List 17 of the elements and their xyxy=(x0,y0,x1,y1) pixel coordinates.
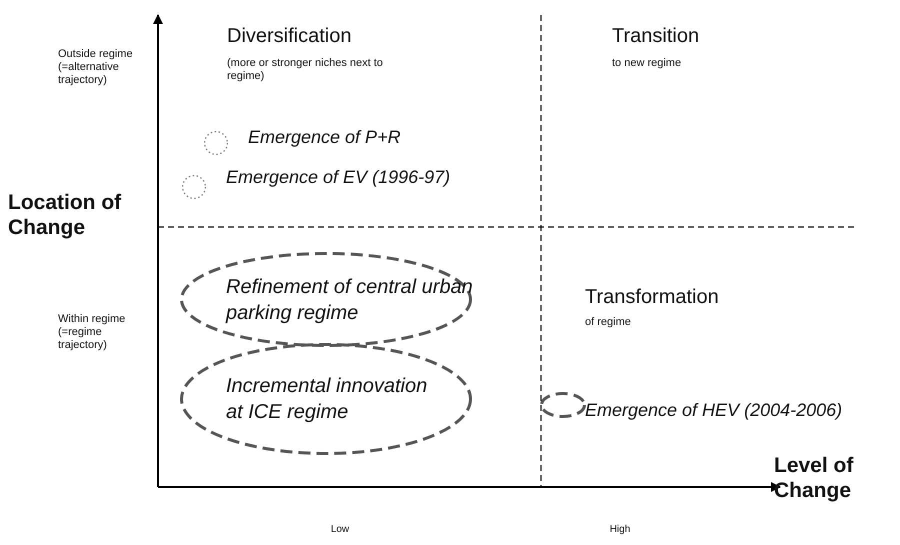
axis-tick-label: Low xyxy=(330,524,350,536)
quadrant-subtitle: (more or stronger niches next to regime) xyxy=(227,57,384,84)
axis-title: Level of Change xyxy=(774,453,854,504)
quadrant-title: Transition xyxy=(612,24,700,48)
item-caption: Emergence of EV (1996-97) xyxy=(226,167,452,189)
quadrant-title: Transformation xyxy=(585,285,720,309)
ellipse-label: Refinement of central urban parking regime xyxy=(226,274,474,326)
ellipse-label: Incremental innovation at ICE regime xyxy=(226,374,428,425)
quadrant-subtitle: of regime xyxy=(585,316,632,330)
axis-label: Within regime (=regime trajectory) xyxy=(58,313,126,353)
quadrant-title: Diversification xyxy=(227,24,352,48)
axis-label: Outside regime (=alternative trajectory) xyxy=(58,48,134,88)
quadrant-subtitle: to new regime xyxy=(612,57,682,70)
item-caption: Emergence of P+R xyxy=(248,127,402,149)
axis-tick-label: High xyxy=(608,524,632,536)
axis-title: Location of Change xyxy=(8,190,122,240)
item-caption: Emergence of HEV (2004-2006) xyxy=(585,400,844,422)
